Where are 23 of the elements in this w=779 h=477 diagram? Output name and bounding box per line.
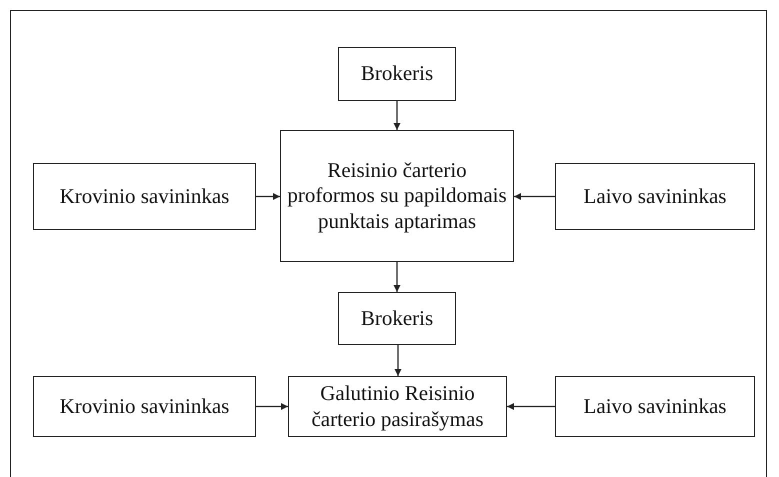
process-box [555,376,755,437]
process-box [33,163,256,230]
box-label: Krovinio savininkas [60,394,230,420]
arrow [394,101,400,130]
process-box [555,163,755,230]
process-box [33,376,256,437]
box-label: Brokeris [360,306,434,332]
arrow [394,262,400,292]
process-box [280,130,514,262]
process-box [338,292,456,345]
arrow [394,345,402,376]
box-label: Krovinio savininkas [60,184,230,210]
process-box [338,47,456,101]
arrow [514,193,555,200]
box-label: Laivo savininkas [584,184,726,210]
box-label: Brokeris [360,61,434,87]
arrow [256,403,288,410]
arrow [256,193,280,200]
box-label: Laivo savininkas [584,394,726,420]
arrow [507,403,555,410]
box-label: Galutinio Reisinio čarterio pasirašymas [310,381,484,432]
process-box [288,376,507,437]
box-label: Reisinio čarterio proformos su papildomais punktais aptarimas [287,158,507,234]
